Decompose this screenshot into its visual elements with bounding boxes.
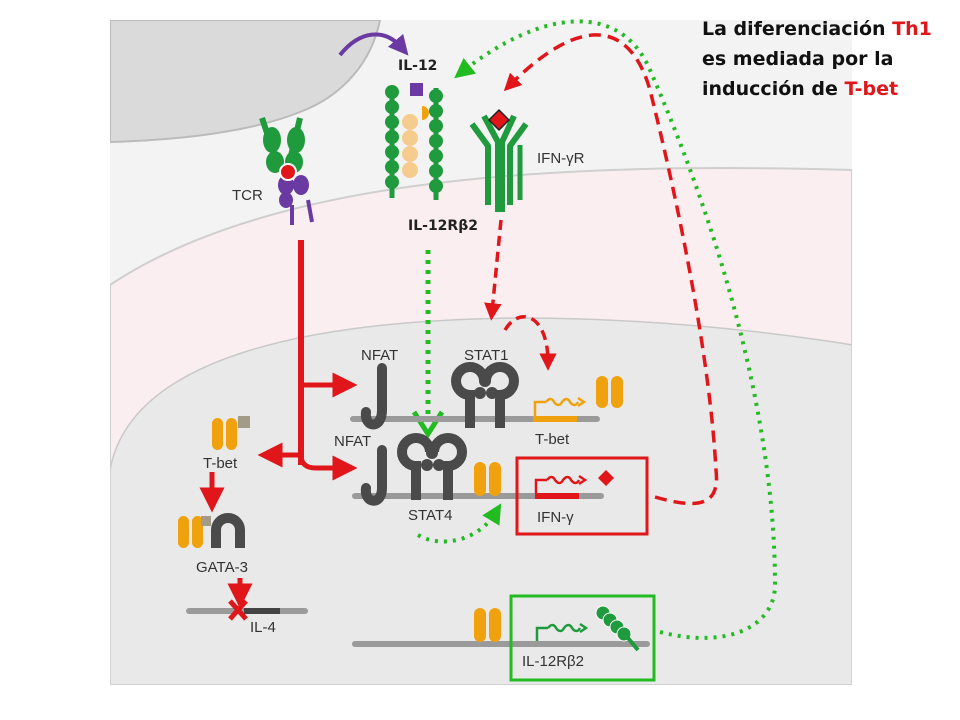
- caption-line-2: es mediada por la: [702, 48, 894, 70]
- purple-secretion-arrow: [338, 32, 409, 57]
- il12-label: IL-12: [398, 58, 437, 74]
- tcr-label: TCR: [232, 187, 263, 204]
- figure-caption: La diferenciación Th1 es mediada por la …: [702, 14, 952, 104]
- stat1-label: STAT1: [464, 347, 508, 364]
- il12rb2-transcription-icon: [535, 622, 589, 641]
- il4-label: IL-4: [250, 619, 276, 636]
- caption-line-1-text: La diferenciación: [702, 18, 893, 40]
- ifn-gamma-receptor-icon: [469, 108, 529, 212]
- antigen-presenting-cell: [110, 20, 382, 144]
- gata3-label: GATA-3: [196, 559, 248, 576]
- ifng-gene-label: IFN-γ: [537, 509, 574, 526]
- tcr-complex-icon: [259, 117, 314, 225]
- caption-line-3: inducción de T-bet: [702, 74, 952, 104]
- il12rb2-receptor-label: IL-12Rβ2: [408, 218, 478, 234]
- tbet-protein-near-tbet-gene: [596, 376, 623, 408]
- il12rb2-protein-icon: [595, 605, 640, 652]
- tbet-protein-il12rb2: [474, 608, 501, 642]
- ifngr-label: IFN-γR: [537, 150, 585, 167]
- caption-line-1: La diferenciación Th1: [702, 14, 952, 44]
- stat4-label: STAT4: [408, 507, 452, 524]
- ifng-highlight-box: [515, 456, 649, 536]
- nfat-top-icon: [360, 363, 387, 430]
- ifng-feedback-dashed-arrow: [503, 33, 719, 506]
- tcr-signal-arrows: [257, 240, 358, 481]
- tbet-protein-left: [212, 416, 250, 450]
- nfat-mid-label: NFAT: [334, 433, 371, 450]
- caption-line-3-text: inducción de: [702, 78, 845, 100]
- caption-th1-highlight: Th1: [892, 18, 932, 40]
- stat1-to-tbet-dashed-arrow: [503, 314, 557, 371]
- il4-block-x-icon: [228, 599, 248, 621]
- il12rb2-gene-label: IL-12Rβ2: [522, 653, 584, 670]
- nfat-mid-icon: [360, 445, 387, 506]
- tbet-gata3-complex-icon: [178, 513, 245, 548]
- ifng-transcription-icon: [534, 470, 614, 493]
- cell-background: [110, 20, 852, 685]
- il12rb2-highlight-box: [509, 594, 656, 682]
- tbet-protein-near-stat4: [474, 462, 501, 496]
- nfat-top-label: NFAT: [361, 347, 398, 364]
- il12-receptor-icon: [385, 83, 443, 200]
- il12rb2-feedback-dotted-arrow: [454, 19, 778, 640]
- tbet-gene-label: T-bet: [535, 431, 570, 448]
- stat1-dimer-icon: [451, 362, 519, 428]
- tbet-transcription-icon: [533, 396, 587, 416]
- tbet-protein-label: T-bet: [203, 455, 238, 472]
- caption-tbet-highlight: T-bet: [844, 78, 899, 100]
- stat4-dimer-icon: [397, 433, 467, 500]
